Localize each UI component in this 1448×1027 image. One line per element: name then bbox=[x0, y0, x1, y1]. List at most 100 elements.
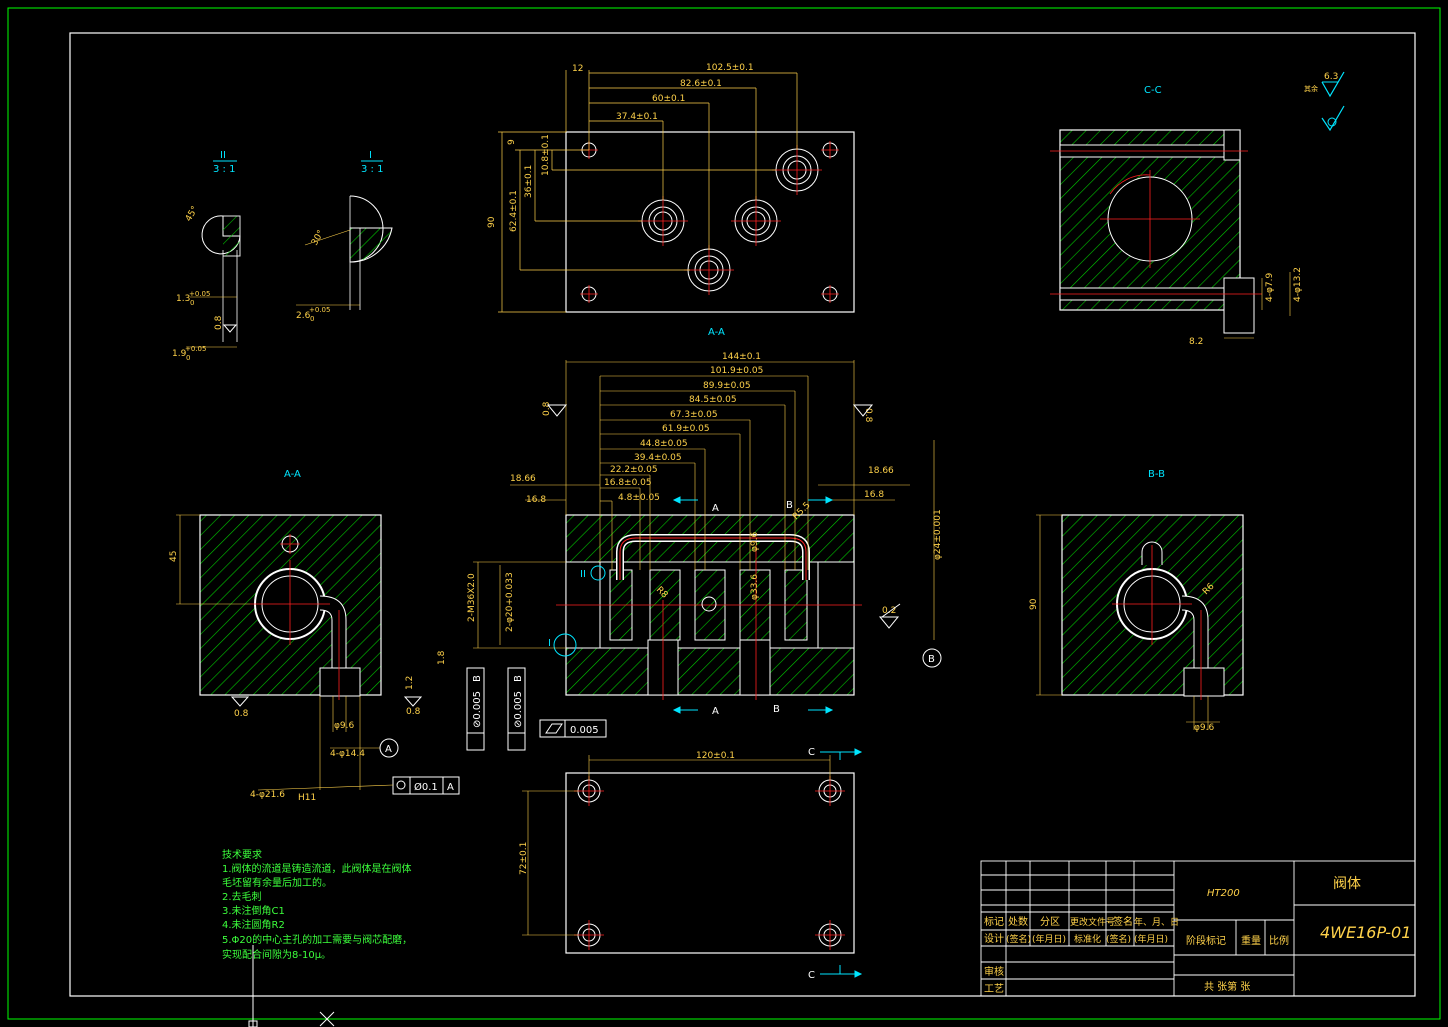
cut-a-bottom: A bbox=[712, 706, 719, 717]
detail-i-dim-2: 0 bbox=[310, 315, 314, 323]
detail-ii-label: II bbox=[220, 150, 226, 161]
aa-dim-6: 44.8±0.05 bbox=[640, 439, 688, 449]
aa-left-dim-4: H11 bbox=[298, 793, 316, 803]
datum-b-bubble: B bbox=[928, 654, 935, 665]
top-dim-8: 10.8±0.1 bbox=[541, 134, 551, 176]
roughness-note: 其余 bbox=[1304, 84, 1318, 93]
section-bb: B-B 90 R6 φ9.6 bbox=[1029, 469, 1244, 733]
top-dim-1: 102.5±0.1 bbox=[706, 63, 754, 73]
roughness-value-text: 6.3 bbox=[1324, 72, 1338, 82]
aa-dim-13: 18.66 bbox=[868, 466, 894, 476]
tb-weight: 重量 bbox=[1241, 934, 1261, 947]
notes-line-1: 毛坯留有余量后加工的。 bbox=[222, 876, 332, 889]
aa-dim-16: φ33.6 bbox=[750, 574, 760, 600]
tb-row2-3: 标准化 bbox=[1074, 933, 1101, 945]
tb-material: HT200 bbox=[1207, 888, 1240, 899]
section-aa-center: A-A II I bbox=[467, 327, 943, 717]
tb-row1-0: 标记 bbox=[984, 916, 1004, 928]
fcf-3: Ø0.1 bbox=[414, 781, 438, 793]
aa-left-dim-0: 45 bbox=[169, 551, 179, 562]
tb-row3-0: 审核 bbox=[984, 965, 1004, 978]
aa-left-dim-2: 4-φ14.4 bbox=[330, 749, 365, 759]
tb-row1-3: 更改文件号 bbox=[1070, 916, 1115, 928]
bb-dim-0: 90 bbox=[1029, 598, 1039, 610]
tb-row2-0: 设计 bbox=[984, 932, 1004, 945]
outer-frame bbox=[7, 7, 1441, 1020]
title-block bbox=[980, 860, 1416, 997]
aa-dim-8: 22.2±0.05 bbox=[610, 465, 658, 475]
detail-i-scale: 3 : 1 bbox=[361, 164, 383, 175]
aa-dim-14: 16.8 bbox=[864, 490, 884, 500]
top-dim-5: 90 bbox=[487, 216, 497, 228]
aa-dim-12: 16.8 bbox=[526, 495, 546, 505]
datum-a-bubble: A bbox=[385, 744, 392, 755]
detail-ii-dim-5: +0.05 bbox=[185, 345, 206, 353]
detail-i: I 3 : 1 2.6 +0.05 0 30° bbox=[296, 150, 393, 323]
detail-i-dim-1: +0.05 bbox=[309, 306, 330, 314]
notes-line-3: 3.未注倒角C1 bbox=[222, 904, 285, 917]
notes-line-0: 1.阀体的流道是铸造流道，此阀体是在阀体 bbox=[222, 862, 412, 875]
top-dim-4: 37.4±0.1 bbox=[616, 112, 658, 122]
aa-dim-0: 144±0.1 bbox=[722, 352, 761, 362]
aa-dim-11: 18.66 bbox=[510, 474, 536, 484]
fcf-1: ⊘0.005 bbox=[513, 691, 524, 728]
aa-dim-20: 0.8 bbox=[542, 401, 552, 416]
section-cc-dim-0: 8.2 bbox=[1189, 337, 1203, 347]
detail-ii: II 3 : 1 1.3 +0.05 0 0.8 1.9 +0.05 0 45° bbox=[172, 150, 241, 362]
fcf-3-datum: A bbox=[447, 782, 454, 793]
cut-b-bottom: B bbox=[773, 704, 780, 715]
aa-left-dim-3: 4-φ21.6 bbox=[250, 790, 285, 800]
datum-i: I bbox=[548, 638, 551, 649]
aa-left-dim-8: 1.8 bbox=[437, 650, 447, 665]
detail-ii-dim-6: 0 bbox=[186, 354, 190, 362]
tb-drawing-no: 4WE16P-01 bbox=[1320, 923, 1411, 942]
tb-row1-4: 签名 bbox=[1113, 915, 1133, 928]
aa-dim-5: 61.9±0.05 bbox=[662, 424, 710, 434]
section-cc-dim-2: 4-φ13.2 bbox=[1293, 267, 1303, 302]
aa-dim-4: 67.3±0.05 bbox=[670, 410, 718, 420]
tb-sheets: 共 张第 张 bbox=[1204, 980, 1250, 993]
top-dim-2: 82.6±0.1 bbox=[680, 79, 722, 89]
detail-i-dim-0: 2.6 bbox=[296, 311, 311, 321]
section-aa-left: A-A 45 φ9.6 4-φ14.4 4-φ21.6 H11 0.8 0.8 … bbox=[169, 469, 447, 803]
tb-part-name: 阀体 bbox=[1333, 876, 1361, 892]
fcf-0-datum: B bbox=[472, 675, 483, 682]
detail-ii-dim-4: 1.9 bbox=[172, 349, 187, 359]
tb-stage: 阶段标记 bbox=[1186, 934, 1226, 947]
cut-a-top: A bbox=[712, 503, 719, 514]
tb-scale: 比例 bbox=[1269, 934, 1289, 947]
inner-frame bbox=[69, 32, 1416, 997]
top-dim-3: 60±0.1 bbox=[652, 94, 685, 104]
aa-dim-3: 84.5±0.05 bbox=[689, 395, 737, 405]
detail-ii-dim-0: 1.3 bbox=[176, 294, 190, 304]
fcf-2: 0.005 bbox=[570, 725, 599, 736]
section-cc-title: C-C bbox=[1144, 85, 1162, 96]
cursor-marks bbox=[248, 945, 335, 1027]
top-dim-6: 62.4±0.1 bbox=[509, 190, 519, 232]
section-aa-left-title: A-A bbox=[284, 469, 301, 480]
datum-ii: II bbox=[580, 569, 586, 580]
notes-line-4: 4.未注圆角R2 bbox=[222, 918, 285, 931]
notes-title: 技术要求 bbox=[222, 848, 262, 861]
detail-i-label: I bbox=[369, 150, 372, 161]
cut-c-bottom: C bbox=[808, 970, 815, 981]
aa-dim-18: 2-M36X2.0 bbox=[467, 573, 477, 622]
aa-dim-9: 16.8±0.05 bbox=[604, 478, 652, 488]
section-cc-dim-1: 4-φ7.9 bbox=[1265, 273, 1275, 302]
top-dim-9: 9 bbox=[507, 139, 517, 145]
tb-row1-2: 分区 bbox=[1040, 916, 1060, 928]
bottom-dim-0: 120±0.1 bbox=[696, 751, 735, 761]
section-bb-title: B-B bbox=[1148, 469, 1165, 480]
aa-dim-2: 89.9±0.05 bbox=[703, 381, 751, 391]
top-view: 12 102.5±0.1 82.6±0.1 60±0.1 37.4±0.1 90… bbox=[487, 63, 855, 313]
section-cc: C-C 8.2 4-φ7.9 4-φ13.2 bbox=[1050, 85, 1303, 347]
tb-row2-2: (年月日) bbox=[1032, 933, 1066, 945]
aa-left-dim-5: 0.8 bbox=[234, 709, 249, 719]
roughness-symbols: 6.3 其余 bbox=[1304, 71, 1345, 132]
tb-row2-4: (签名) bbox=[1106, 933, 1131, 945]
detail-i-dim-3: 30° bbox=[310, 229, 327, 248]
title-block-text: HT200 阀体 4WE16P-01 标记 处数 分区 更改文件号 签名 年、月… bbox=[984, 876, 1411, 995]
tb-row1-5: 年、月、日 bbox=[1134, 916, 1179, 928]
aa-left-dim-7: 1.2 bbox=[405, 676, 415, 690]
fcf-0: ⊘0.005 bbox=[472, 691, 483, 728]
